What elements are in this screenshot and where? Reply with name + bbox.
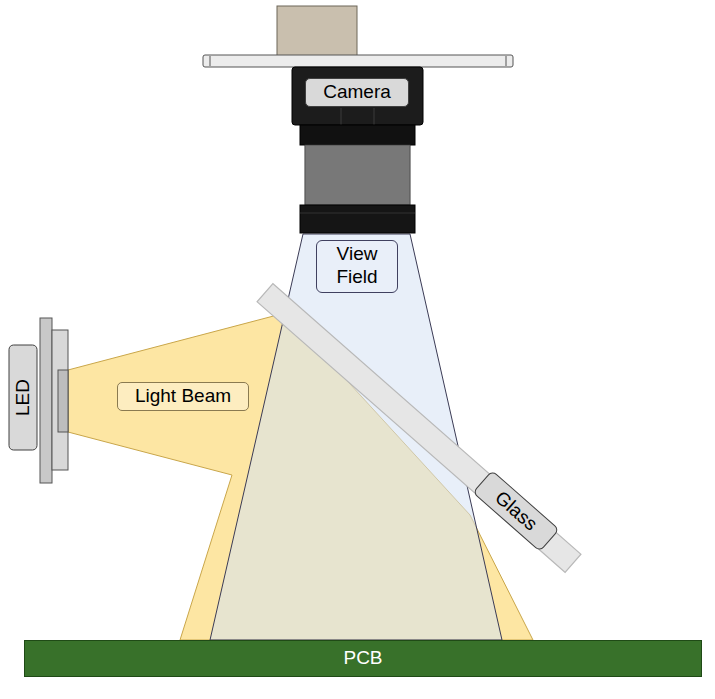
part-label: Glass [472, 470, 559, 552]
glass-plate [257, 284, 581, 573]
label-text: Light Beam [135, 385, 231, 408]
camera-body [292, 67, 423, 125]
part-label: Camera [305, 78, 409, 107]
lens-ring [300, 125, 415, 145]
mount-plate [203, 55, 513, 67]
label-text: PCB [343, 647, 382, 670]
mount-block [277, 6, 357, 56]
led-heatsink [40, 318, 52, 483]
part-label: View Field [316, 240, 398, 293]
lens-barrel [305, 145, 410, 205]
view-field [210, 234, 502, 640]
lens-ring [300, 205, 415, 233]
label-text: Camera [323, 81, 391, 104]
led-board [52, 330, 68, 470]
part-label: LED [9, 344, 38, 450]
label-text: View Field [324, 243, 390, 289]
part-label: Light Beam [117, 382, 249, 411]
label-text: LED [12, 379, 35, 416]
pcb-board: PCB [24, 640, 702, 677]
label-text: Glass [490, 486, 542, 535]
